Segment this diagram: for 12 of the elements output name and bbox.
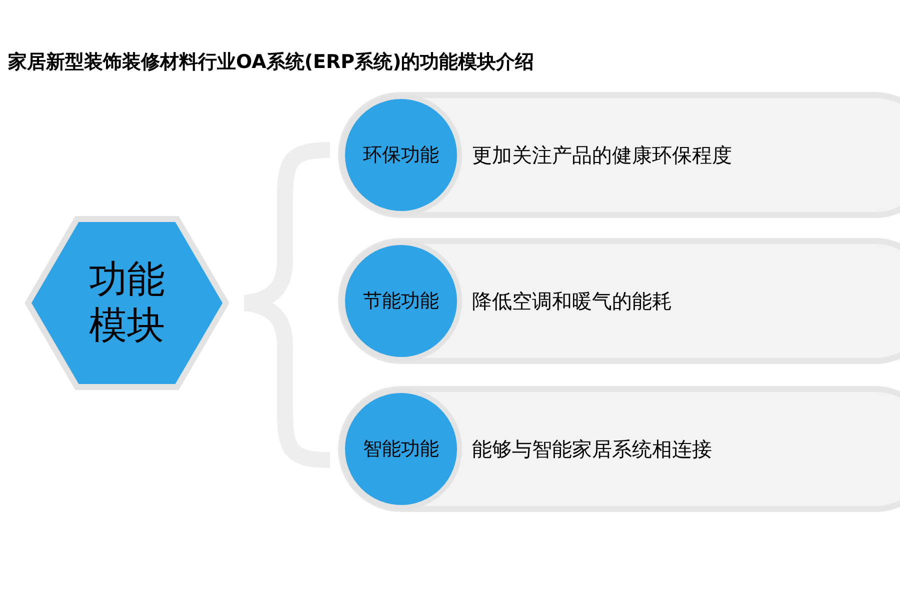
description-text: 能够与智能家居系统相连接	[472, 436, 712, 463]
circle-label: 节能功能	[363, 288, 439, 314]
description-text: 降低空调和暖气的能耗	[472, 288, 672, 315]
title: 家居新型装饰装修材料行业OA系统(ERP系统)的功能模块介绍	[8, 50, 534, 75]
rounded-band	[338, 238, 900, 364]
circle-label: 智能功能	[363, 436, 439, 462]
circle-label: 环保功能	[363, 142, 439, 168]
rounded-band	[338, 92, 900, 218]
hexagon-node	[25, 216, 229, 390]
rounded-band	[338, 386, 900, 512]
hexagon-label: 功能模块	[88, 257, 166, 349]
description-text: 更加关注产品的健康环保程度	[472, 142, 732, 169]
